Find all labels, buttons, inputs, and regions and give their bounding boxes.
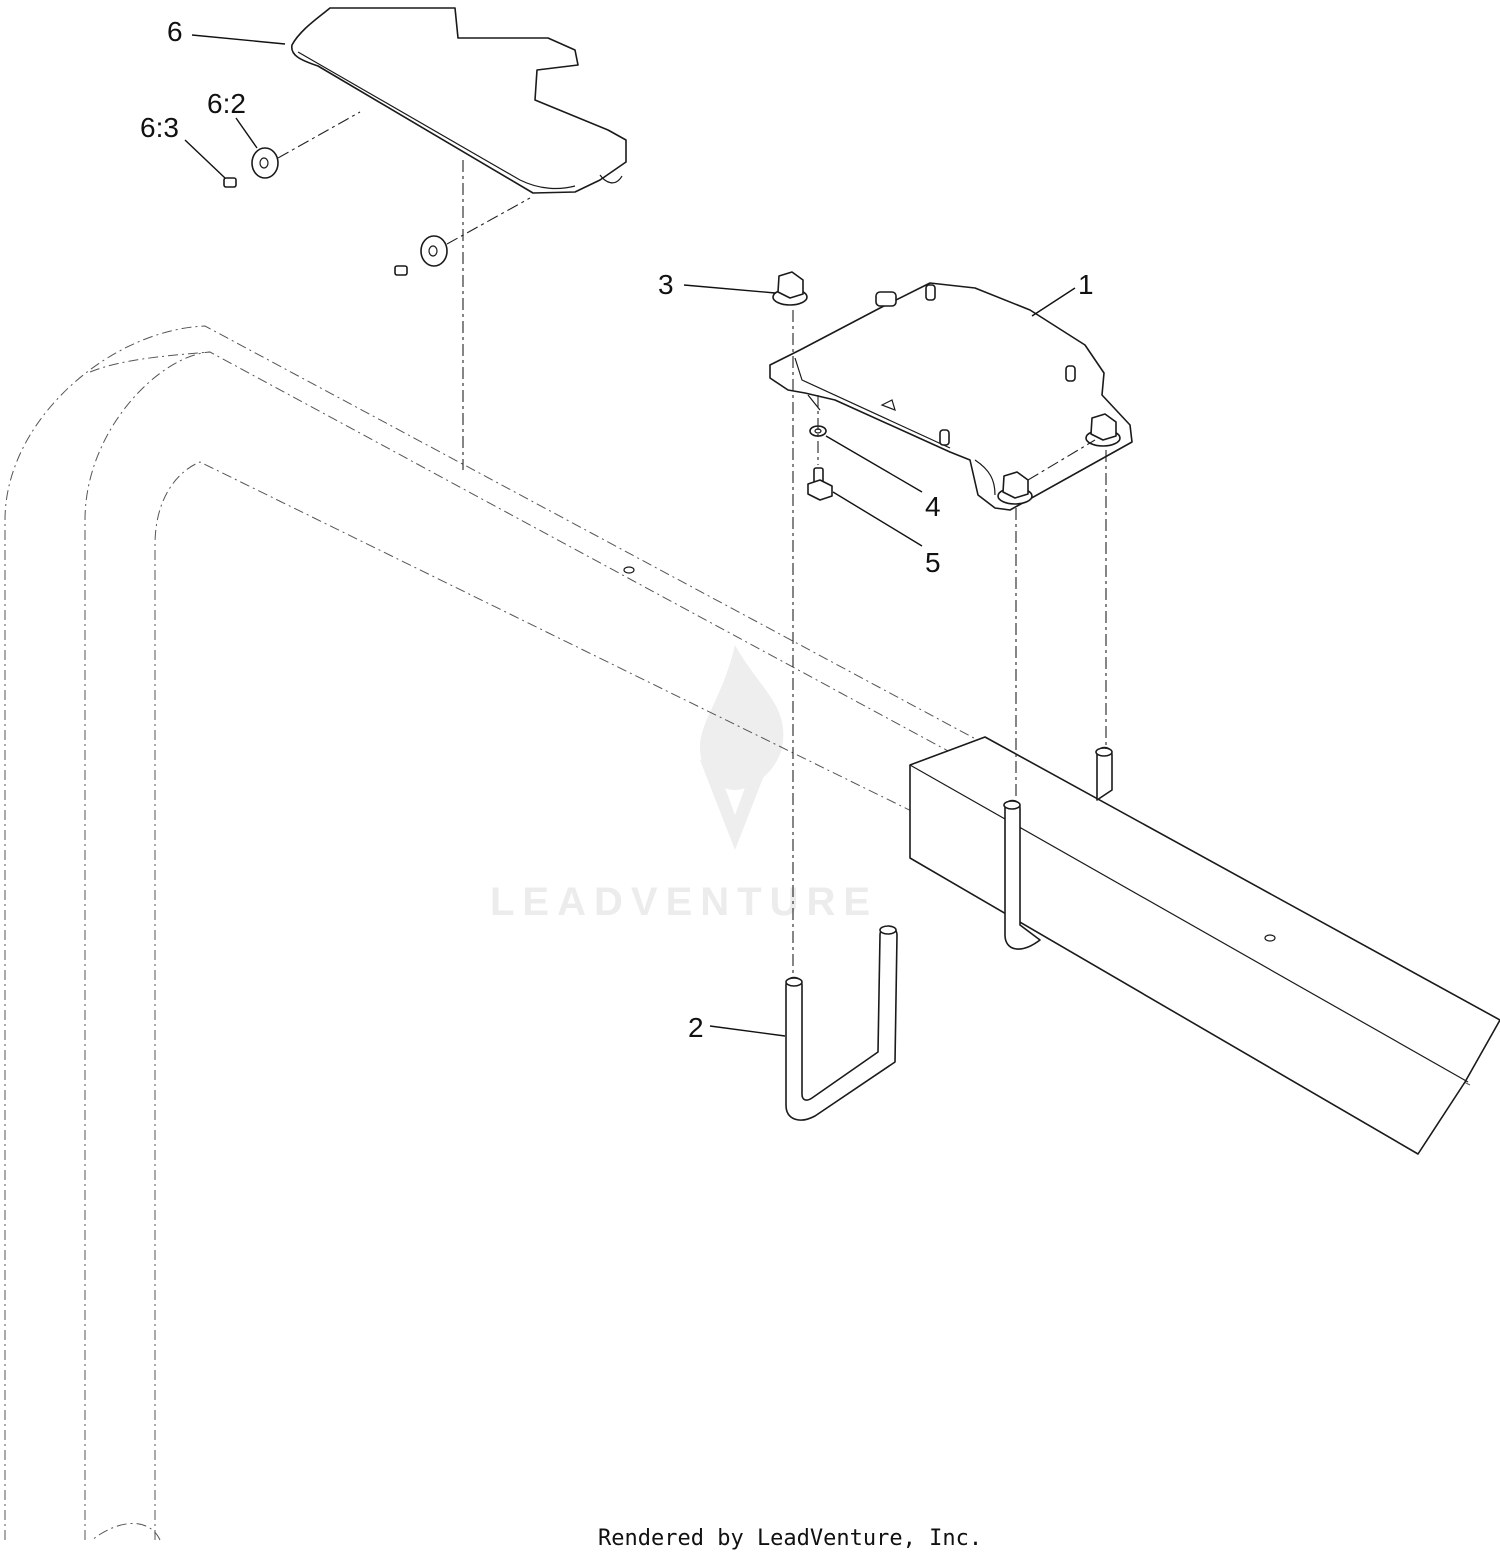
footer-credit: Rendered by LeadVenture, Inc. — [598, 1526, 982, 1551]
callout-6-3-label: 6:3 — [140, 112, 179, 143]
callout-3-label: 3 — [658, 269, 674, 300]
callout-6: 6 — [167, 16, 286, 47]
callout-1-label: 1 — [1078, 269, 1094, 300]
bracket-part-1 — [769, 282, 1133, 511]
callout-6-2-label: 6:2 — [207, 88, 246, 119]
flame-logo-icon — [700, 645, 784, 850]
callout-5: 5 — [832, 491, 941, 578]
washer-part-6-2-lower — [420, 235, 448, 267]
explode-lines-bracket — [792, 310, 1107, 975]
callout-2-label: 2 — [688, 1012, 704, 1043]
callout-4-label: 4 — [925, 491, 941, 522]
callout-3: 3 — [658, 269, 776, 300]
bolt-part-5 — [807, 467, 833, 501]
callout-2: 2 — [688, 1012, 786, 1043]
watermark-text: LEADVENTURE — [490, 880, 878, 924]
frame-tube-phantom — [4, 325, 1500, 1541]
callout-6-2: 6:2 — [207, 88, 258, 149]
flange-nut-part-3 — [772, 271, 808, 306]
washer-part-6-2 — [251, 147, 279, 179]
u-bolt-part-2-rear — [1003, 746, 1113, 950]
callout-5-label: 5 — [925, 547, 941, 578]
flange-nut-part-3-front — [997, 471, 1033, 505]
explode-lines-part-6 — [277, 111, 531, 470]
u-bolt-part-2 — [785, 925, 898, 1121]
callout-4: 4 — [825, 435, 941, 522]
callout-1: 1 — [1031, 269, 1094, 317]
flange-nut-part-3-rear — [1085, 413, 1121, 447]
watermark: LEADVENTURE — [490, 645, 878, 924]
screw-part-6-3 — [223, 177, 237, 188]
callout-6-label: 6 — [167, 16, 183, 47]
screw-part-6-3-lower — [394, 265, 408, 276]
callout-6-3: 6:3 — [140, 112, 226, 179]
frame-tube — [623, 566, 1500, 1155]
cover-plate-part-6 — [291, 7, 627, 194]
